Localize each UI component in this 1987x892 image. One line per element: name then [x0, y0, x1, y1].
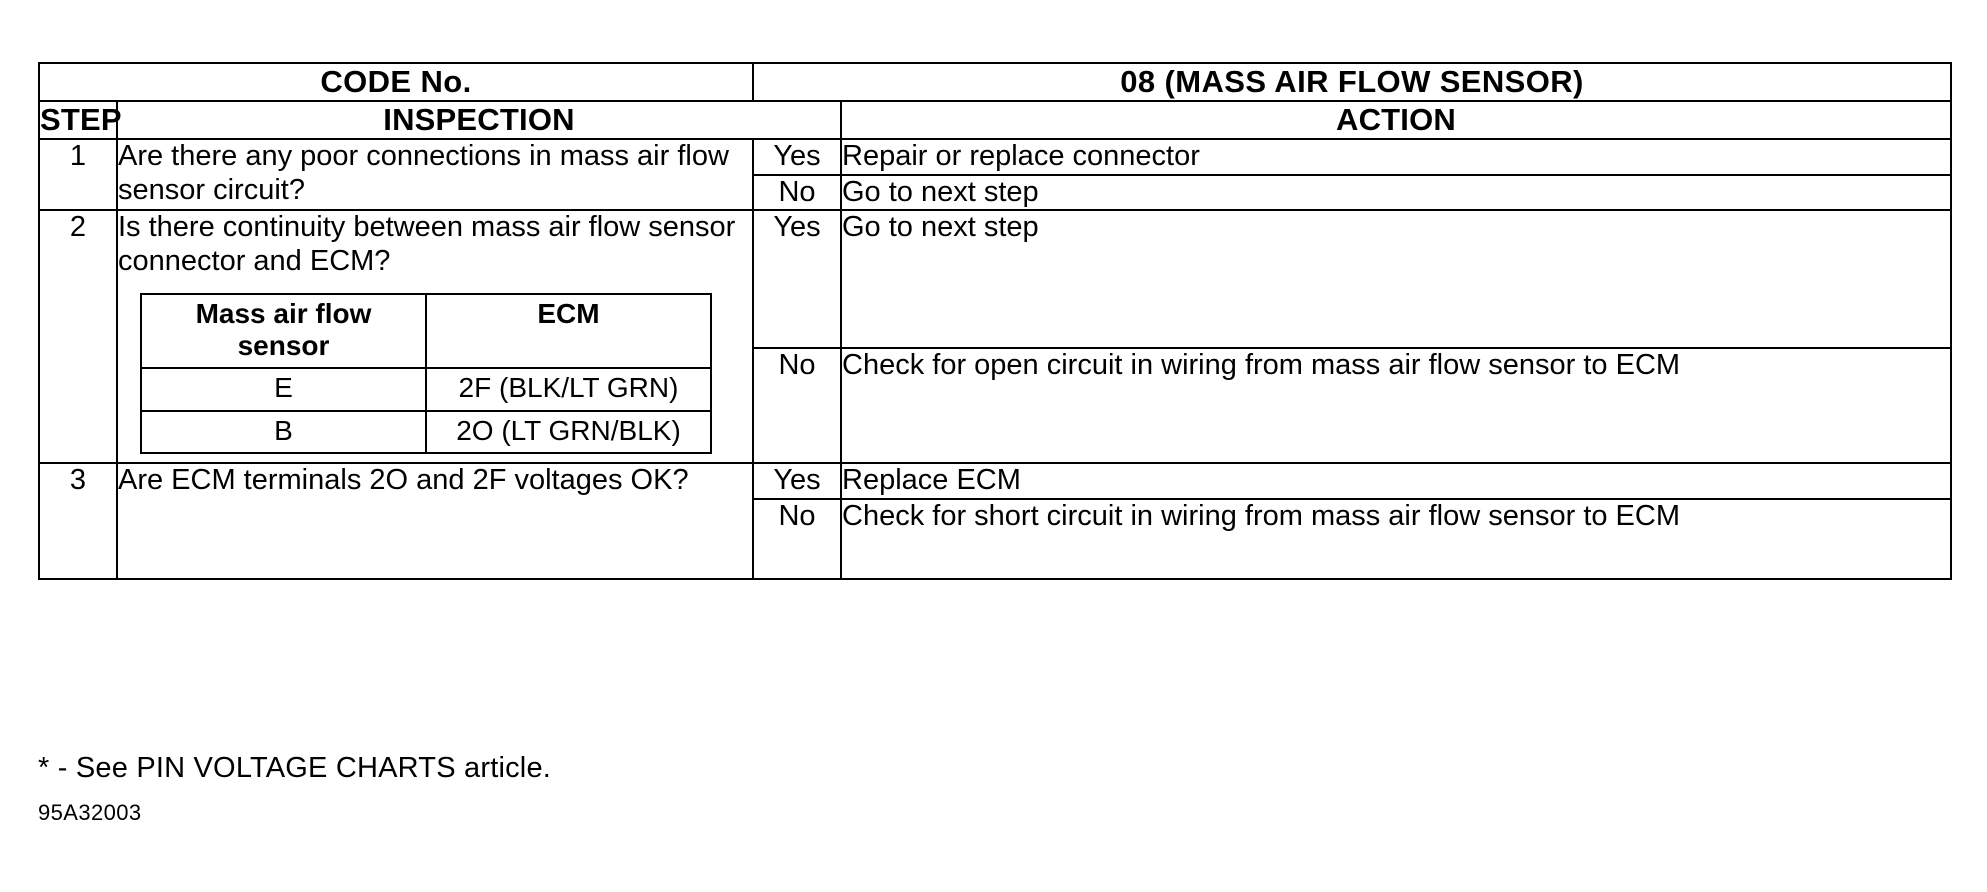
table-row: No Go to next step	[39, 173, 1953, 212]
subtable-header-sensor: Mass air flow sensor	[140, 292, 427, 370]
subtable-header-ecm: ECM	[425, 292, 712, 370]
step-number: 1	[38, 137, 118, 212]
answer-yes: Yes	[752, 209, 842, 350]
action-text: Check for open circuit in wiring from ma…	[839, 347, 1953, 465]
sensor-terminal: B	[140, 409, 427, 455]
action-text: Go to next step	[839, 209, 1953, 350]
step-number: 3	[38, 462, 118, 580]
action-text: Check for short circuit in wiring from m…	[839, 498, 1953, 580]
header-action: ACTION	[839, 100, 1953, 140]
ecm-terminal: 2F (BLK/LT GRN)	[425, 367, 712, 412]
answer-no: No	[752, 498, 842, 580]
code-header-row: CODE No. 08 (MASS AIR FLOW SENSOR)	[38, 62, 1953, 102]
answer-yes: Yes	[752, 462, 842, 500]
table-row: No Check for open circuit in wiring from…	[39, 347, 1953, 465]
code-title: 08 (MASS AIR FLOW SENSOR)	[751, 62, 1953, 102]
step-number: 2	[38, 209, 118, 465]
code-number-label: CODE No.	[38, 62, 754, 102]
column-header-row: STEP INSPECTION ACTION	[38, 100, 1953, 140]
footnote-text: * - See PIN VOLTAGE CHARTS article.	[38, 752, 552, 784]
header-inspection: INSPECTION	[116, 100, 842, 140]
subtable-row: B 2O (LT GRN/BLK)	[140, 409, 712, 455]
subtable-header-row: Mass air flow sensor ECM	[140, 292, 712, 370]
inspection-text: Are there any poor connections in mass a…	[116, 137, 754, 212]
answer-yes: Yes	[752, 138, 842, 176]
header-step: STEP	[38, 100, 122, 140]
subtable-row: E 2F (BLK/LT GRN)	[140, 367, 712, 412]
answer-no: No	[752, 173, 842, 212]
table-row: 2 Is there continuity between mass air f…	[38, 209, 1953, 465]
document-id: 95A32003	[38, 800, 142, 825]
sensor-terminal: E	[140, 367, 427, 412]
inspection-text: Is there continuity between mass air flo…	[118, 211, 736, 277]
diagnostic-trouble-code-table: CODE No. 08 (MASS AIR FLOW SENSOR) STEP …	[38, 62, 1953, 580]
action-text: Replace ECM	[839, 462, 1953, 500]
ecm-terminal: 2O (LT GRN/BLK)	[425, 409, 712, 455]
table-row: 3 Are ECM terminals 2O and 2F voltages O…	[38, 462, 1953, 580]
action-text: Repair or replace connector	[839, 138, 1953, 176]
table-row: 1 Are there any poor connections in mass…	[38, 137, 1953, 212]
table-row: No Check for short circuit in wiring fro…	[39, 498, 1953, 580]
pin-assignment-subtable: Mass air flow sensor ECM E 2F (BLK/LT GR…	[140, 292, 712, 455]
inspection-text: Are ECM terminals 2O and 2F voltages OK?	[116, 462, 754, 580]
answer-no: No	[752, 347, 842, 465]
inspection-cell: Is there continuity between mass air flo…	[116, 209, 754, 465]
action-text: Go to next step	[839, 173, 1953, 212]
